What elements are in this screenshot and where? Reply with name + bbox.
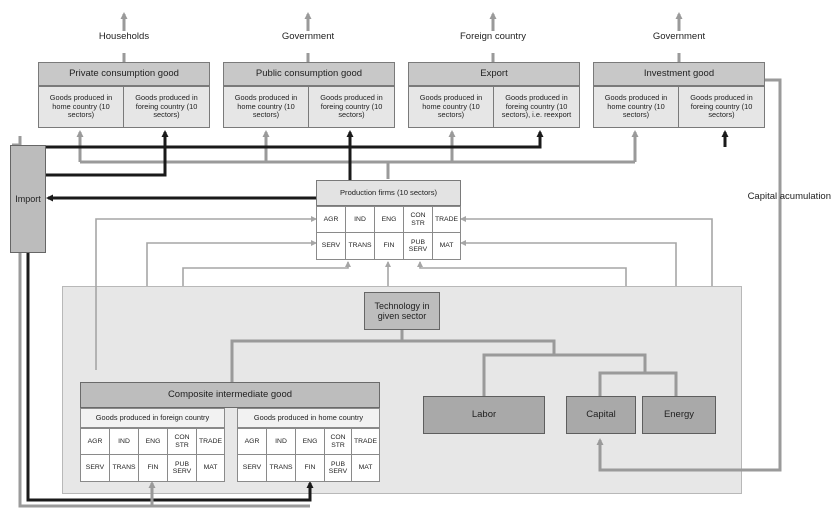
production-firms-title: Production firms (10 sectors) (316, 180, 461, 206)
ch-cell-trade: TRADE (351, 428, 380, 455)
pf-cell-agr: AGR (316, 206, 346, 233)
ch-cell-agr: AGR (237, 428, 267, 455)
cf-cell-constr: CONSTR (167, 428, 197, 455)
pf-cell-mat: MAT (432, 232, 461, 260)
home-goods-distribution (76, 130, 639, 179)
investment-title: Investment good (593, 62, 765, 86)
capital-accumulation-loop (596, 78, 782, 472)
ch-cell-eng: ENG (295, 428, 325, 455)
composite-title: Composite intermediate good (80, 382, 380, 408)
ch-cell-constr: CONSTR (324, 428, 352, 455)
ch-cell-pub-serv: PUB SERV (324, 454, 352, 482)
pf-cell-ind: IND (345, 206, 375, 233)
cf-cell-eng: ENG (138, 428, 168, 455)
technology-tree (230, 329, 678, 396)
pf-cell-serv: SERV (316, 232, 346, 260)
inputs-to-production (95, 216, 713, 370)
ch-cell-trans: TRANS (266, 454, 296, 482)
pf-cell-fin: FIN (374, 232, 404, 260)
capital-accumulation-label: Capital acumulation (747, 190, 831, 202)
public-consumption-home: Goods produced in home country (10 secto… (223, 86, 309, 128)
pf-cell-trans: TRANS (345, 232, 375, 260)
pf-cell-eng: ENG (374, 206, 404, 233)
import-box: Import (10, 145, 46, 253)
energy-box: Energy (642, 396, 716, 434)
cf-cell-trade: TRADE (196, 428, 225, 455)
ch-cell-ind: IND (266, 428, 296, 455)
composite-foreign-label: Goods produced in foreign country (80, 408, 225, 428)
households-label: Households (98, 30, 150, 42)
cf-cell-serv: SERV (80, 454, 110, 482)
export-foreign: Goods produced in foreing country (10 se… (493, 86, 580, 128)
foreign-country-label: Foreign country (459, 30, 526, 42)
private-consumption-foreign: Goods produced in foreing country (10 se… (123, 86, 210, 128)
composite-home-label: Goods produced in home country (237, 408, 380, 428)
investment-foreign: Goods produced in foreing country (10 se… (678, 86, 765, 128)
cf-cell-fin: FIN (138, 454, 168, 482)
cf-cell-agr: AGR (80, 428, 110, 455)
public-consumption-foreign: Goods produced in foreing country (10 se… (308, 86, 395, 128)
cf-cell-pub-serv: PUB SERV (167, 454, 197, 482)
private-consumption-title: Private consumption good (38, 62, 210, 86)
pf-cell-pub-serv: PUB SERV (403, 232, 433, 260)
export-home: Goods produced in home country (10 secto… (408, 86, 494, 128)
cf-cell-mat: MAT (196, 454, 225, 482)
government-label-2: Government (652, 30, 706, 42)
investment-home: Goods produced in home country (10 secto… (593, 86, 679, 128)
cf-cell-trans: TRANS (109, 454, 139, 482)
pf-cell-constr: CONSTR (403, 206, 433, 233)
pf-cell-trade: TRADE (432, 206, 461, 233)
capital-box: Capital (566, 396, 636, 434)
public-consumption-title: Public consumption good (223, 62, 395, 86)
government-label-1: Government (281, 30, 335, 42)
ch-cell-serv: SERV (237, 454, 267, 482)
export-title: Export (408, 62, 580, 86)
ch-cell-mat: MAT (351, 454, 380, 482)
labor-box: Labor (423, 396, 545, 434)
ch-cell-fin: FIN (295, 454, 325, 482)
private-consumption-home: Goods produced in home country (10 secto… (38, 86, 124, 128)
technology-box: Technology in given sector (364, 292, 440, 330)
cf-cell-ind: IND (109, 428, 139, 455)
